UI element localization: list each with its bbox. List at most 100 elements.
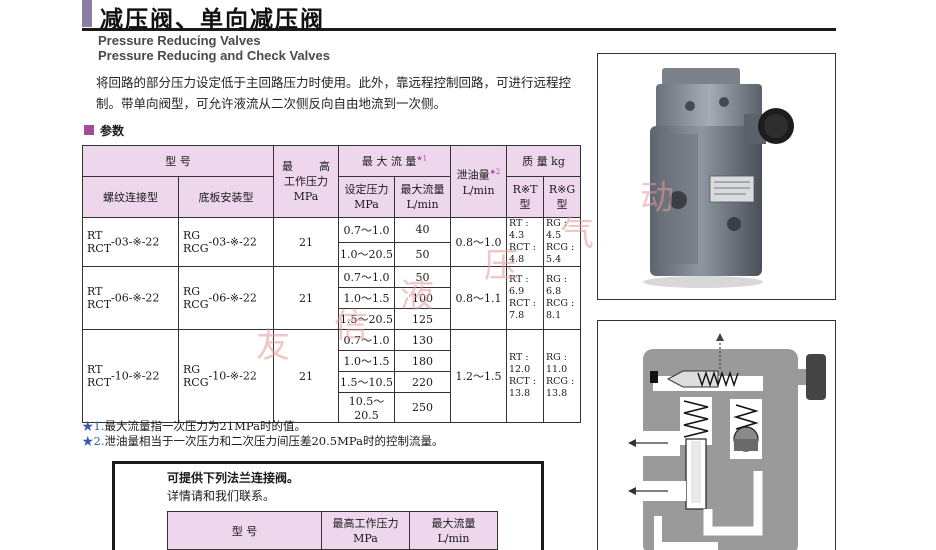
page-title: 减压阀、单向减压阀 <box>100 7 325 33</box>
header-plate-type: 底板安装型 <box>178 176 274 218</box>
plate-model-10-b: RCG <box>183 376 209 389</box>
leak-06: 0.8～1.1 <box>450 266 508 330</box>
footnotes: ★1.最大流量指一次压力为21MPa时的值。 ★2.泄油量相当于一次压力和二次压… <box>82 419 443 449</box>
header-thread-type: 螺纹连接型 <box>82 176 179 218</box>
header-weight: 质 量 kg <box>506 145 582 177</box>
plate-model-03-suffix: -03-※-22 <box>208 235 257 249</box>
section-square-icon <box>84 125 94 135</box>
flow-cell: 50 <box>393 241 452 267</box>
flow-cell: 100 <box>393 287 452 309</box>
header-model: 型 号 <box>82 145 274 177</box>
header-leak-mark: ★2 <box>489 167 501 176</box>
thread-model-03-b: RCT <box>87 242 112 255</box>
set-pressure-cell: 1.0～1.5 <box>338 287 395 309</box>
thread-model-10-a: RT <box>87 363 103 376</box>
header-leakage: 泄油量★2 L/min <box>450 145 508 218</box>
thread-model-03-a: RT <box>87 229 103 242</box>
footnote-1: ★1.最大流量指一次压力为21MPa时的值。 <box>82 419 443 434</box>
weight-rt-06: RT : 6.9 RCT : 7.8 <box>506 266 545 330</box>
pressure-10: 21 <box>273 329 339 423</box>
table-row: 1.0～1.5 180 <box>83 350 581 372</box>
footnote-1-mark: ★1. <box>82 419 105 433</box>
leak-10: 1.2～1.5 <box>450 329 508 423</box>
footnote-1-text: 最大流量指一次压力为21MPa时的值。 <box>104 419 306 433</box>
product-photo <box>597 53 836 300</box>
header-max-pressure-c: 工作压力 <box>284 175 328 188</box>
pressure-03: 21 <box>273 217 339 267</box>
flange-info-box: 可提供下列法兰连接阀。 详情请和我们联系。 型 号 最高工作压力 MPa 最大流… <box>112 461 544 550</box>
header-max-flow: 最 大 流 量★1 <box>337 145 452 177</box>
set-pressure-cell: 10.5～20.5 <box>338 392 395 423</box>
plate-model-10-a: RG <box>183 363 201 376</box>
flange-title: 可提供下列法兰连接阀。 <box>167 471 300 485</box>
cross-section-diagram <box>597 320 836 550</box>
flow-cell: 40 <box>393 217 452 243</box>
flange-table: 型 号 最高工作压力 MPa 最大流量 L/min <box>167 511 498 550</box>
valve-section-illustration <box>628 333 826 550</box>
header-flow-value-label: 最大流量 <box>400 183 445 196</box>
table-row: 1.5～20.5 125 <box>83 308 581 330</box>
table-row: 10.5～20.5 250 <box>83 392 581 423</box>
table-row: 1.0～20.5 50 <box>83 241 581 267</box>
flow-cell: 220 <box>393 371 452 393</box>
weight-rg-10: RG : 11.0 RCG : 13.8 <box>543 329 582 423</box>
plate-model-06-suffix: -06-※-22 <box>208 291 257 305</box>
page-subtitle-en-1: Pressure Reducing Valves <box>98 33 261 48</box>
section-heading: 参数 <box>84 122 124 138</box>
header-weight-rt: R※T 型 <box>506 176 545 218</box>
header-rg-a: R※G <box>548 183 576 196</box>
plate-model-06-b: RCG <box>183 298 209 311</box>
header-max-pressure-a: 最 <box>282 160 293 173</box>
section-label: 参数 <box>100 123 125 138</box>
header-flow-mark: ★1 <box>416 154 428 163</box>
thread-model-06-suffix: -06-※-22 <box>111 291 160 305</box>
set-pressure-cell: 1.5～10.5 <box>338 371 395 393</box>
set-pressure-cell: 1.0～1.5 <box>338 350 395 372</box>
flow-cell: 50 <box>393 266 452 288</box>
flange-header-pressure-unit: MPa <box>353 531 378 545</box>
flow-cell: 125 <box>393 308 452 330</box>
header-max-pressure-unit: MPa <box>293 190 319 203</box>
set-pressure-cell: 0.7～1.0 <box>338 217 395 243</box>
weight-rg-03: RG : 4.5 RCG : 5.4 <box>543 217 582 267</box>
header-rg-b: 型 <box>556 198 568 211</box>
leak-03: 0.8～1.0 <box>450 217 508 267</box>
flange-header-model: 型 号 <box>167 511 322 550</box>
footnote-2: ★2.泄油量相当于一次压力和二次压力间压差20.5MPa时的控制流量。 <box>82 434 443 449</box>
thread-model-10-b: RCT <box>87 376 112 389</box>
plate-model-03-a: RG <box>183 229 201 242</box>
footnote-2-mark: ★2. <box>82 434 105 448</box>
set-pressure-cell: 0.7～1.0 <box>338 266 395 288</box>
flow-cell: 180 <box>393 350 452 372</box>
intro-paragraph: 将回路的部分压力设定低于主回路压力时使用。此外，靠远程控制回路，可进行远程控制。… <box>96 75 572 111</box>
pressure-06: 21 <box>273 266 339 330</box>
header-max-flow-label: 最 大 流 量 <box>361 155 417 168</box>
flange-subtitle: 详情请和我们联系。 <box>167 489 276 503</box>
set-pressure-cell: 0.7～1.0 <box>338 329 395 351</box>
header-set-pressure-unit: MPa <box>354 198 379 211</box>
header-max-pressure-b: 高 <box>319 160 330 173</box>
header-set-pressure: 设定压力 MPa <box>338 176 395 218</box>
flow-cell: 130 <box>393 329 452 351</box>
header-max-pressure: 最 高 工作压力 MPa <box>273 145 339 218</box>
header-weight-rg: R※G 型 <box>543 176 582 218</box>
header-flow-value-unit: L/min <box>406 198 439 211</box>
thread-model-06-a: RT <box>87 285 103 298</box>
title-bar: 减压阀、单向减压阀 <box>82 0 836 33</box>
header-flow-value: 最大流量 L/min <box>393 176 452 218</box>
flange-header-pressure: 最高工作压力 MPa <box>321 511 410 550</box>
thread-model-06-b: RCT <box>87 298 112 311</box>
thread-model-03-suffix: -03-※-22 <box>111 235 160 249</box>
set-pressure-cell: 1.0～20.5 <box>338 241 395 267</box>
title-accent-block <box>82 0 92 27</box>
flange-header-flow: 最大流量 L/min <box>409 511 498 550</box>
spec-table: 型 号 最 高 工作压力 MPa 最 大 流 量★1 泄油量★2 L/min 质 … <box>82 145 582 423</box>
set-pressure-cell: 1.5～20.5 <box>338 308 395 330</box>
